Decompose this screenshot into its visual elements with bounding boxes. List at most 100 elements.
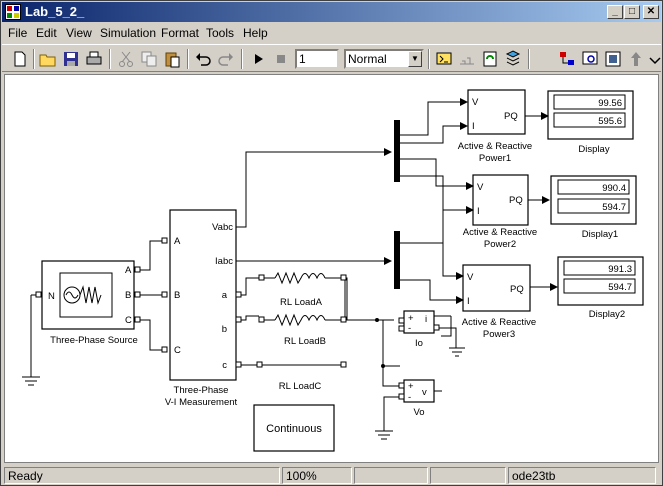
print-icon[interactable]	[84, 49, 104, 69]
power2-port-pq: PQ	[509, 195, 523, 206]
display2-value-box	[563, 260, 636, 276]
power1-block[interactable]	[467, 89, 526, 135]
model-canvas[interactable]: Three-Phase Source N A B C A B C Vabc Ia…	[4, 74, 659, 463]
powergui-block[interactable]	[253, 404, 335, 452]
menu-help[interactable]: Help	[243, 26, 268, 40]
copy-icon[interactable]	[139, 49, 159, 69]
meas-port-vabc: Vabc	[212, 222, 233, 233]
io-port-i: i	[425, 314, 427, 325]
port-square	[398, 382, 405, 389]
display2-block[interactable]	[557, 256, 644, 306]
powergui-label: Continuous	[266, 423, 322, 435]
help-icon[interactable]	[645, 49, 663, 69]
menu-view[interactable]: View	[66, 26, 92, 40]
port-square	[161, 346, 168, 353]
maximize-button[interactable]: □	[624, 5, 640, 19]
source-port-b: B	[125, 290, 131, 301]
i2-signal	[398, 206, 474, 244]
rl-load-a-icon[interactable]	[274, 271, 341, 285]
port-square	[258, 274, 265, 281]
new-icon[interactable]	[10, 49, 30, 69]
meas-label-2: V-I Measurement	[165, 397, 238, 408]
port-square	[433, 324, 440, 331]
port-square	[235, 291, 242, 298]
solver-name: ode23tb	[508, 467, 656, 484]
cut-icon[interactable]	[116, 49, 136, 69]
zoom-icon[interactable]	[603, 49, 623, 69]
i3-signal	[398, 279, 464, 304]
block-diagram[interactable]: Three-Phase Source N A B C A B C Vabc Ia…	[5, 75, 659, 463]
v1-signal	[398, 98, 468, 136]
port-square	[256, 361, 263, 368]
display-value-2: 595.6	[598, 116, 622, 127]
build-icon[interactable]	[434, 49, 454, 69]
port-square	[161, 291, 168, 298]
chevron-down-icon[interactable]: ▼	[408, 51, 422, 67]
window-title: Lab_5_2_	[25, 4, 85, 19]
io-output-ground	[434, 315, 465, 357]
rl-load-a-label: RL LoadA	[280, 297, 323, 308]
menu-format[interactable]: Format	[161, 26, 200, 40]
power2-label-2: Power2	[484, 239, 516, 250]
undo-icon[interactable]	[193, 49, 213, 69]
update-icon[interactable]	[457, 49, 477, 69]
mux-bar-voltage[interactable]	[394, 120, 400, 182]
vo-connection-ground	[375, 366, 404, 440]
port-square	[398, 317, 405, 324]
meas-port-a: A	[174, 236, 181, 247]
menu-edit[interactable]: Edit	[36, 26, 57, 40]
minimize-button[interactable]: _	[607, 5, 623, 19]
simulation-mode-select[interactable]: Normal ▼	[344, 49, 424, 69]
refresh-icon[interactable]	[480, 49, 500, 69]
power2-port-i: I	[477, 206, 480, 217]
power1-label-1: Active & Reactive	[458, 141, 532, 152]
close-button[interactable]: ✕	[643, 5, 659, 19]
power2-port-v: V	[477, 182, 484, 193]
io-port-plus: +	[408, 313, 414, 324]
rl-load-c-line	[260, 278, 346, 366]
power2-label-1: Active & Reactive	[463, 227, 537, 238]
port-square	[161, 237, 168, 244]
model-explorer-icon[interactable]	[557, 49, 577, 69]
toolbar: 1 Normal ▼	[2, 44, 661, 72]
load-neutral-lines	[341, 277, 400, 367]
menu-file[interactable]: File	[8, 26, 28, 40]
display-block[interactable]	[547, 90, 634, 140]
meas-label-1: Three-Phase	[174, 385, 229, 396]
junction-dot	[375, 318, 379, 322]
title-bar[interactable]: Lab_5_2_ _ □ ✕	[2, 2, 661, 22]
power1-port-pq: PQ	[504, 111, 518, 122]
menu-tools[interactable]: Tools	[206, 26, 235, 40]
stop-time-input[interactable]: 1	[295, 49, 339, 69]
source-port-a: A	[125, 265, 132, 276]
display2-value-box	[563, 278, 636, 294]
stop-icon[interactable]	[271, 49, 291, 69]
menu-simulation[interactable]: Simulation	[100, 26, 157, 40]
toolbar-separator	[33, 49, 35, 69]
sine-wave-icon	[65, 291, 79, 299]
status-cell-empty	[430, 467, 506, 484]
open-icon[interactable]	[38, 49, 58, 69]
redo-icon[interactable]	[216, 49, 236, 69]
display1-value-box	[557, 198, 630, 214]
display1-block[interactable]	[550, 175, 637, 225]
power3-port-v: V	[467, 272, 474, 283]
source-ground-icon	[22, 294, 42, 386]
save-icon[interactable]	[61, 49, 81, 69]
paste-icon[interactable]	[162, 49, 182, 69]
arrow-up-icon[interactable]	[626, 49, 646, 69]
power2-block[interactable]	[472, 174, 529, 226]
debugger-icon[interactable]	[580, 49, 600, 69]
mux-bar-current[interactable]	[394, 231, 400, 289]
port-square	[235, 316, 242, 323]
zoom-level: 100%	[282, 467, 352, 484]
port-square	[35, 291, 42, 298]
rl-load-b-icon[interactable]	[274, 313, 341, 327]
display-value-1: 99.56	[598, 98, 622, 109]
library-icon[interactable]	[503, 49, 523, 69]
play-icon[interactable]	[248, 49, 268, 69]
power3-block[interactable]	[462, 264, 531, 312]
menu-bar: File Edit View Simulation Format Tools H…	[2, 23, 661, 42]
source-port-c: C	[125, 315, 132, 326]
meas-port-c: C	[174, 345, 181, 356]
